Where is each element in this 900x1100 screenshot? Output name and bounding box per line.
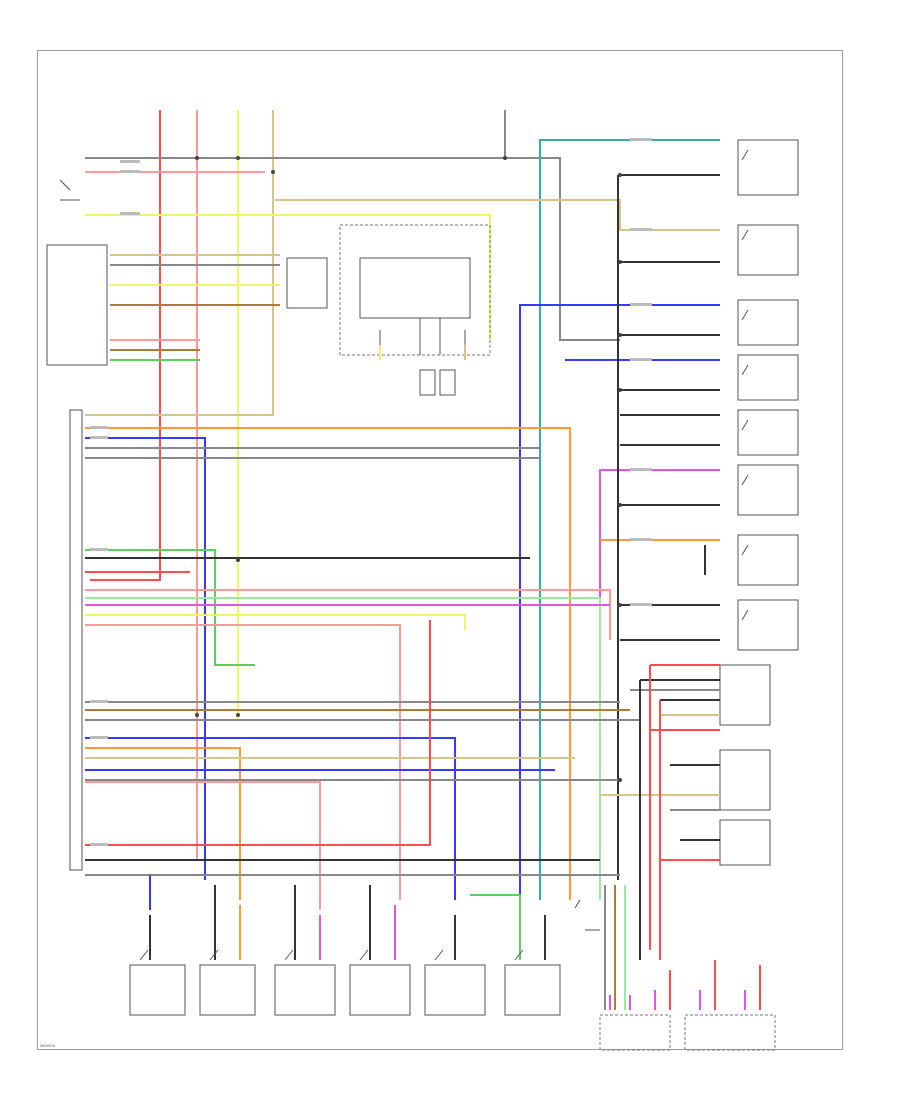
solenoid-valves [574,885,776,1051]
footer-code: W00000 [40,1044,56,1048]
main-harness [85,427,640,910]
diagram-frame [37,50,843,1050]
bottom-sensors [129,885,561,1016]
wire-label-stubs [90,138,652,846]
hydraulic-switches [600,664,771,960]
top-power-feeds [85,110,620,860]
splice-dots [195,156,622,782]
left-connector [46,179,328,871]
central-module [339,224,491,396]
